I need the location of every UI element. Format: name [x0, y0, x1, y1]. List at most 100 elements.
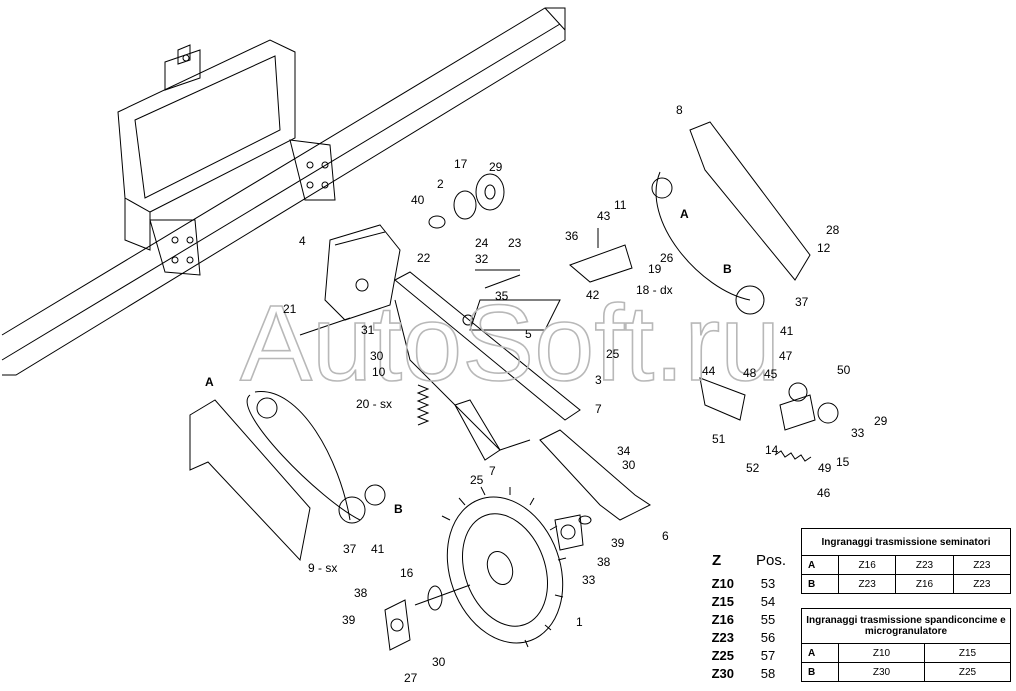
label-25b: 25 [470, 473, 484, 487]
table-cell: Z10 [838, 643, 925, 663]
label-50: 50 [837, 363, 851, 377]
z-cell: Z15 [711, 594, 734, 609]
bolt-21 [299, 317, 351, 336]
table-cell: Z16 [837, 555, 897, 575]
table-cell: Z23 [952, 574, 1012, 594]
bearing-right [554, 514, 592, 551]
pos-cell: 57 [760, 648, 776, 663]
skid [454, 399, 651, 521]
row-label: A [801, 643, 839, 663]
pos-header: Pos. [756, 552, 787, 569]
row-label: B [801, 574, 839, 594]
table-cell: Z16 [895, 574, 954, 594]
label-30c: 30 [432, 655, 446, 669]
label-15: 15 [836, 455, 850, 469]
label-19: 19 [648, 262, 662, 276]
label-32: 32 [475, 252, 489, 266]
pos-cell: 54 [760, 594, 776, 609]
label-25a: 25 [606, 347, 620, 361]
row-label: B [801, 662, 839, 682]
z-cell: Z23 [711, 630, 734, 645]
label-29a: 29 [489, 160, 503, 174]
spring-46 [774, 450, 812, 462]
label-46: 46 [817, 486, 831, 500]
z-header: Z [712, 552, 722, 569]
label-41a: 41 [371, 542, 385, 556]
table-row: A Z16 Z23 Z23 [801, 555, 1012, 575]
label-23: 23 [508, 236, 522, 250]
table-cell: Z23 [837, 574, 897, 594]
label-8: 8 [676, 103, 683, 117]
table-cell: Z25 [924, 662, 1011, 682]
label-30b: 30 [622, 458, 636, 472]
bolt-23 [484, 274, 521, 289]
label-21: 21 [283, 302, 297, 316]
label-34: 34 [617, 444, 631, 458]
bearing-left [384, 584, 471, 651]
label-gear-a-right: A [680, 207, 689, 221]
hitch-frame [117, 39, 336, 276]
lever-parts [569, 244, 839, 431]
label-28: 28 [826, 223, 840, 237]
z-cell: Z16 [711, 612, 734, 627]
label-37b: 37 [795, 295, 809, 309]
pos-cell: 53 [760, 576, 776, 591]
label-48: 48 [743, 366, 757, 380]
fertilizer-gear-table: Ingranaggi trasmissione spandiconcime e … [801, 608, 1011, 682]
label-38b: 38 [354, 586, 368, 600]
label-44: 44 [702, 364, 716, 378]
table-title: Ingranaggi trasmissione spandiconcime e … [801, 608, 1011, 644]
label-17: 17 [454, 157, 468, 171]
hub-parts [428, 173, 520, 271]
label-36: 36 [565, 229, 579, 243]
label-45: 45 [764, 367, 778, 381]
label-49: 49 [818, 461, 832, 475]
z-cell: Z10 [711, 576, 734, 591]
label-18-dx: 18 - dx [636, 283, 673, 297]
table-cell: Z23 [895, 555, 954, 575]
label-7a: 7 [595, 402, 602, 416]
table-cell: Z23 [952, 555, 1012, 575]
label-5: 5 [525, 327, 532, 341]
label-39b: 39 [342, 613, 356, 627]
label-12: 12 [817, 241, 831, 255]
label-52: 52 [746, 461, 760, 475]
label-40: 40 [411, 193, 425, 207]
label-14: 14 [765, 443, 779, 457]
right-chain-guard [651, 121, 811, 315]
label-33a: 33 [582, 573, 596, 587]
label-11: 11 [614, 198, 627, 212]
label-22: 22 [417, 251, 431, 265]
seeder-gear-table: Ingranaggi trasmissione seminatori A Z16… [801, 528, 1012, 594]
row-label: A [801, 555, 839, 575]
label-3: 3 [595, 373, 602, 387]
label-2: 2 [437, 177, 444, 191]
pos-cell: 56 [760, 630, 776, 645]
pos-cell: 58 [760, 666, 776, 681]
label-26: 26 [660, 251, 674, 265]
z-cell: Z30 [711, 666, 734, 681]
label-gear-b-right: B [723, 262, 732, 276]
label-29b: 29 [874, 414, 888, 428]
table-row: A Z10 Z15 [801, 643, 1011, 663]
left-chain-guard [189, 391, 386, 562]
label-24: 24 [475, 236, 489, 250]
label-16: 16 [400, 566, 414, 580]
label-6: 6 [662, 529, 669, 543]
label-7b: 7 [489, 464, 496, 478]
pos-cell: 55 [760, 612, 776, 627]
label-gear-a-left: A [205, 375, 214, 389]
toolbar-beam [1, 7, 566, 376]
table-cell: Z30 [838, 662, 925, 682]
table-cell: Z15 [924, 643, 1011, 663]
label-42: 42 [586, 288, 600, 302]
spring [416, 384, 430, 426]
label-41b: 41 [780, 324, 794, 338]
label-37a: 37 [343, 542, 357, 556]
label-39a: 39 [611, 536, 625, 550]
table-row: B Z30 Z25 [801, 662, 1011, 682]
label-38a: 38 [597, 555, 611, 569]
z-cell: Z25 [711, 648, 734, 663]
watermark: AutoSoft.ru [240, 282, 780, 403]
